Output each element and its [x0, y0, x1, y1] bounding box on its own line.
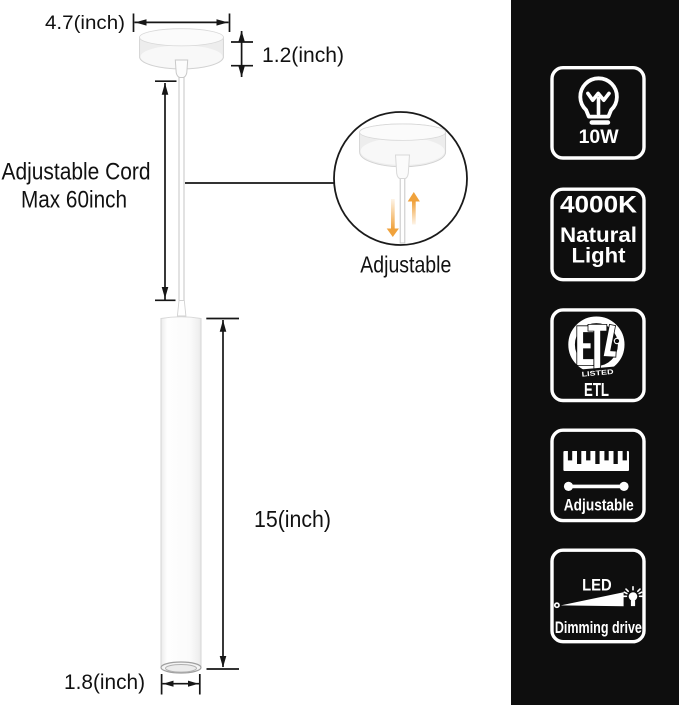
svg-text:Light: Light [572, 245, 626, 268]
svg-text:ETL: ETL [584, 380, 609, 400]
svg-text:1.2(inch): 1.2(inch) [262, 44, 344, 67]
svg-text:10W: 10W [579, 126, 620, 148]
svg-text:1.8(inch): 1.8(inch) [64, 671, 145, 694]
svg-text:LED: LED [582, 576, 612, 594]
svg-text:LISTED: LISTED [581, 369, 614, 379]
svg-text:Adjustable: Adjustable [360, 252, 451, 278]
svg-text:Adjustable Cord: Adjustable Cord [2, 159, 151, 186]
svg-text:15(inch): 15(inch) [254, 506, 331, 532]
svg-text:Natural: Natural [560, 224, 637, 247]
svg-text:Max 60inch: Max 60inch [21, 187, 127, 214]
svg-text:4.7(inch): 4.7(inch) [45, 12, 125, 34]
svg-text:4000K: 4000K [560, 191, 637, 218]
svg-text:Adjustable: Adjustable [564, 496, 634, 514]
svg-text:Dimming drive: Dimming drive [555, 618, 642, 637]
